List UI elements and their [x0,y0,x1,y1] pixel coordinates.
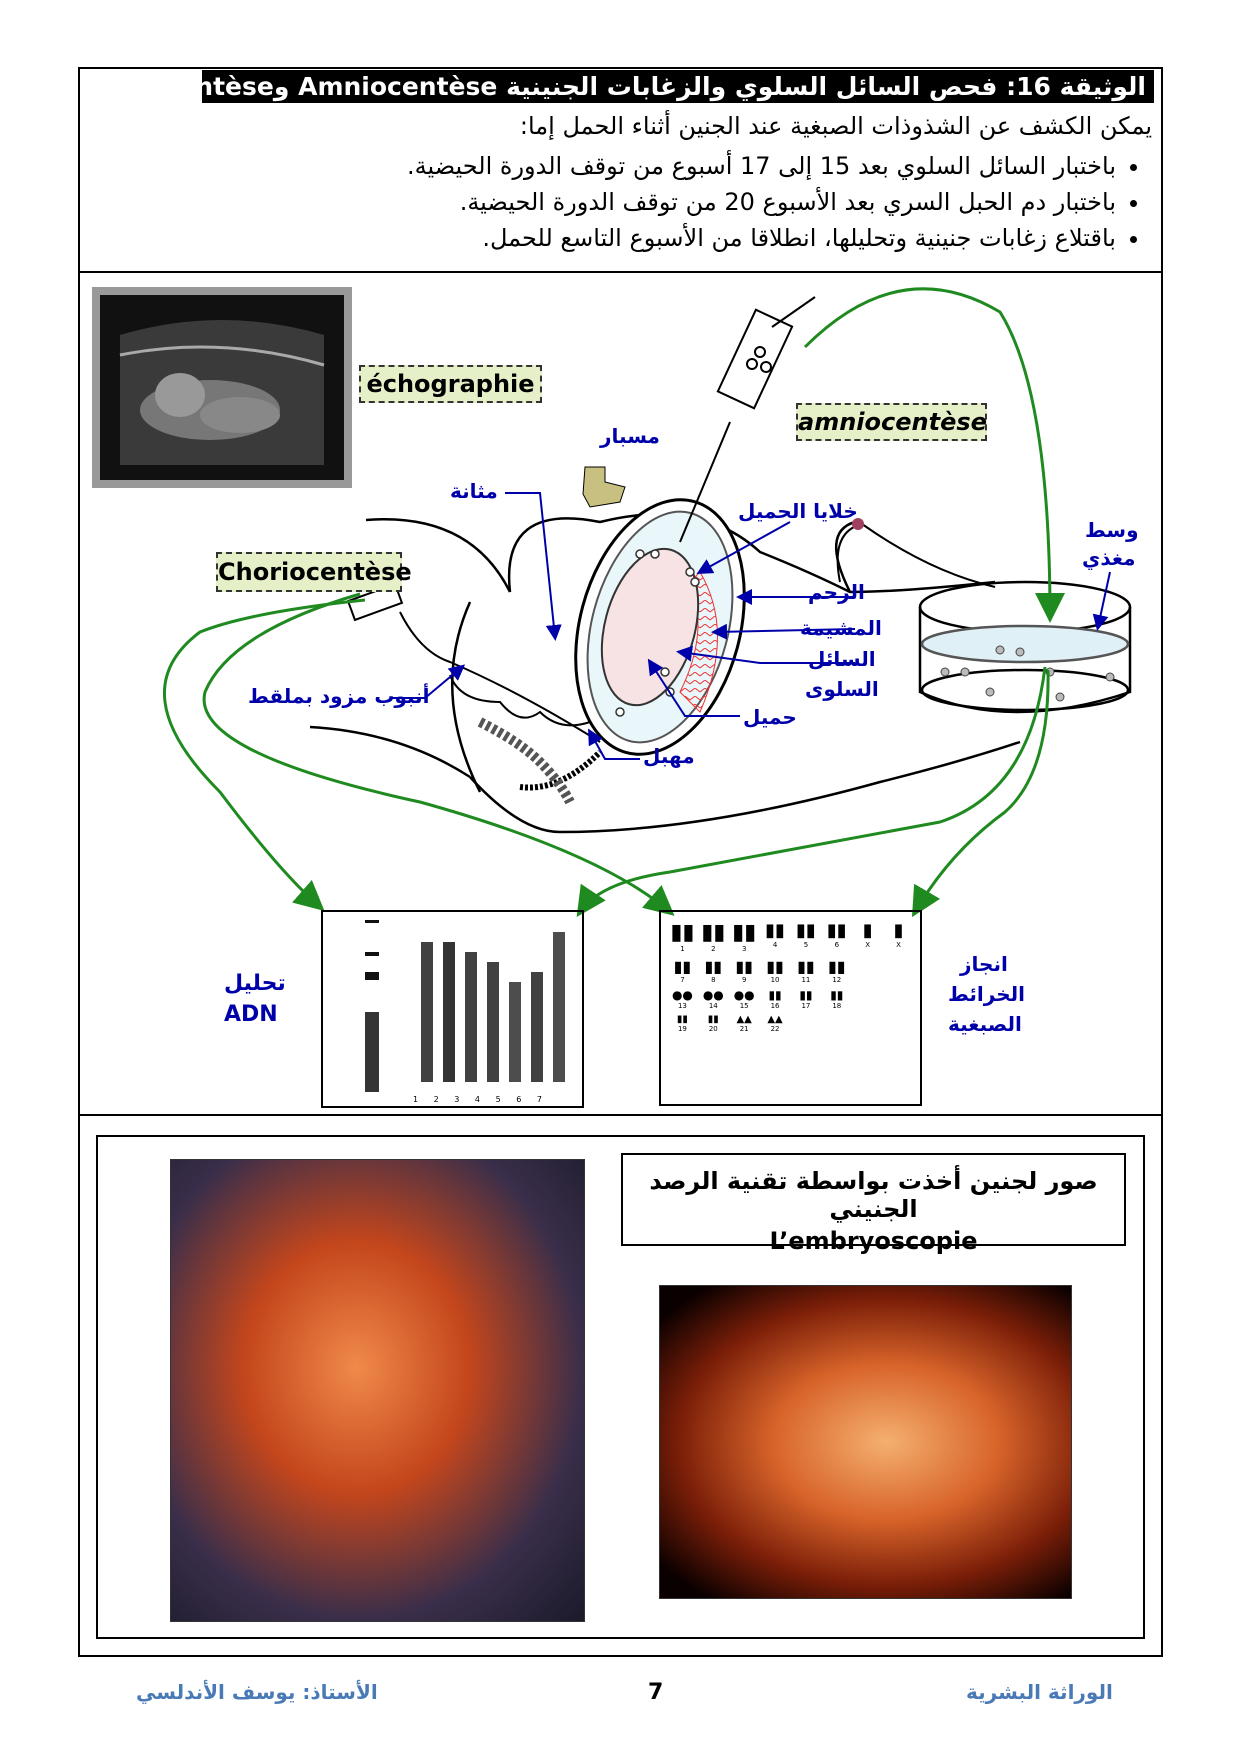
ultrasound-image [92,287,352,488]
uterus-label: الرحم [808,580,865,604]
placenta-label: المشيمة [800,616,882,640]
tube-label: أنبوب مزود بملقط [248,684,430,708]
dna-analysis-label: ADN [224,1002,278,1027]
method-list: باختبار السائل السلوي بعد 15 إلى 17 أسبو… [407,148,1152,256]
dna-bands-icon [365,920,565,1092]
label-pointers [392,492,1111,760]
lane-numbers: 1 2 3 4 5 6 7 [413,1095,542,1104]
fetal-cells-label: خلايا الحميل [738,499,858,523]
list-item: باقتلاع زغابات جنينية وتحليلها، انطلاقا … [407,220,1116,256]
embryo-photo-1 [170,1159,585,1622]
bladder-label: مثانة [450,479,498,503]
karyotype-label: الصبغية [948,1012,1022,1036]
probe-label: مسبار [600,424,660,448]
footer-author: الأستاذ: يوسف الأندلسي [136,1680,378,1704]
footer-subject: الوراثة البشرية [966,1680,1113,1704]
embryo-photo-2 [659,1285,1072,1599]
divider [78,1114,1163,1116]
list-item: باختبار السائل السلوي بعد 15 إلى 17 أسبو… [407,148,1116,184]
culture-dish-icon [918,580,1132,714]
vagina-label: مهبل [643,744,695,768]
embryoscopy-caption: صور لجنين أخذت بواسطة تقنية الرصد الجنين… [621,1153,1126,1255]
document-frame [78,67,1163,1657]
intro-text: يمكن الكشف عن الشذوذات الصبغية عند الجني… [519,112,1152,140]
culture-medium-label: وسط [1085,518,1139,542]
divider [78,271,1163,273]
caption-arabic: صور لجنين أخذت بواسطة تقنية الرصد الجنين… [649,1167,1098,1223]
amniotic-fluid-label: السائل [808,647,876,671]
page-number: 7 [648,1680,664,1705]
list-item: باختبار دم الحبل السري بعد الأسبوع 20 من… [407,184,1116,220]
fetus-label: حميل [743,705,797,729]
culture-medium-label: مغذي [1082,546,1136,570]
echographie-label: échographie [359,365,542,403]
karyotype-label: انجاز [960,952,1008,976]
karyotype-grid: ▮▮1 ▮▮2 ▮▮3 ▮▮4 ▮▮5 ▮▮6 ▮X ▮X ▮▮7 ▮▮8 ▮▮… [670,920,904,1033]
process-arrows [163,287,1065,918]
document-title: الوثيقة 16: فحص السائل السلوي والزغابات … [202,70,1154,103]
injection-point [852,518,864,530]
karyotype-image: ▮▮1 ▮▮2 ▮▮3 ▮▮4 ▮▮5 ▮▮6 ▮X ▮X ▮▮7 ▮▮8 ▮▮… [659,910,922,1106]
ultrasound-scan-icon [100,295,344,480]
syringe-icon [679,272,816,543]
fetus-shape [600,547,700,707]
dna-gel-image: 1 2 3 4 5 6 7 [321,910,584,1108]
colon-shape [477,717,575,805]
probe-icon [582,466,626,508]
caption-french: L’embryoscopie [769,1227,978,1255]
embryoscopy-frame [96,1135,1145,1639]
prenatal-diagnosis-diagram [163,272,1132,918]
amniocentese-label: amniocentèse [796,403,987,441]
choriocentese-label: Choriocentèse [216,552,412,592]
chorionic-tube-icon [346,582,601,743]
amniotic-fluid-label: السلوى [805,677,879,701]
karyotype-label: الخرائط [948,982,1026,1006]
dna-analysis-label: تحليل [224,971,286,996]
